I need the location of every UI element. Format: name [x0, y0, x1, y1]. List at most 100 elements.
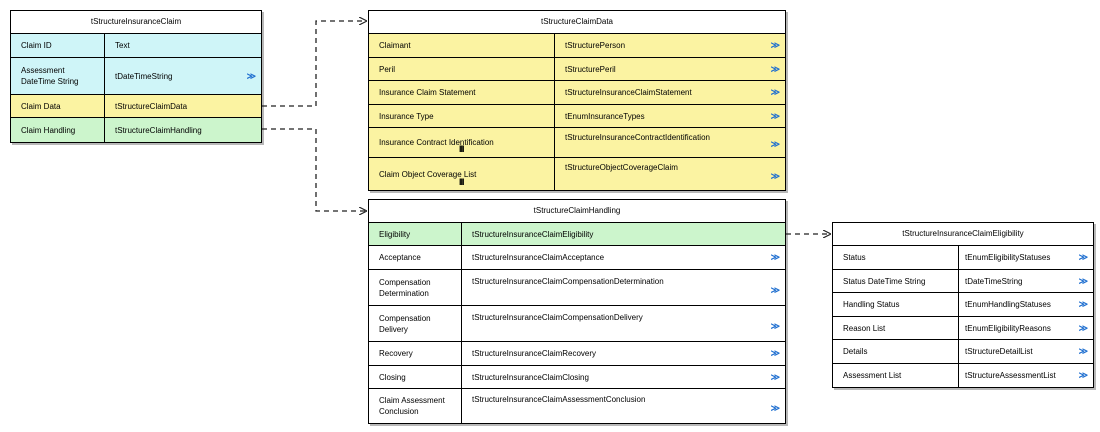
claim-eligibility-title: tStructureInsuranceClaimEligibility — [833, 223, 1093, 246]
field-type-label: tStructureObjectCoverageClaim — [565, 163, 678, 172]
field-name: Assessment DateTime String — [11, 58, 105, 94]
field-row-claim-data[interactable]: Claim Data tStructureClaimData — [11, 95, 261, 118]
field-type: tStructureInsuranceContractIdentificatio… — [555, 128, 785, 157]
field-type-label: tEnumEligibilityReasons — [965, 323, 1051, 333]
field-type: tStructurePerson ≫ — [555, 34, 785, 57]
field-type-label: tStructureInsuranceClaimClosing — [472, 372, 589, 382]
field-row-claim-id[interactable]: Claim ID Text — [11, 34, 261, 58]
connector-claim-handling — [262, 128, 366, 211]
expand-icon[interactable]: ≫ — [1078, 299, 1088, 309]
field-type-label: tDateTimeString — [965, 276, 1023, 286]
field-row-claim-assessment-conclusion[interactable]: Claim Assessment Conclusion tStructureIn… — [369, 389, 785, 423]
field-row-claimant[interactable]: Claimant tStructurePerson≫ — [369, 34, 785, 58]
field-type: tStructureInsuranceClaimCompensationDete… — [462, 270, 785, 305]
expand-icon[interactable]: ≫ — [1078, 370, 1088, 380]
field-row-insurance-claim-statement[interactable]: Insurance Claim Statement tStructureInsu… — [369, 81, 785, 105]
field-name: Peril — [369, 58, 555, 80]
field-name: Recovery — [369, 342, 462, 365]
expand-icon[interactable]: ≫ — [1078, 275, 1088, 286]
field-type: tEnumEligibilityReasons ≫ — [959, 317, 1093, 339]
field-row-status-datetime[interactable]: Status DateTime String tDateTimeString ≫ — [833, 270, 1093, 293]
field-name: Compensation Determination — [369, 270, 462, 305]
multiplicity-icon: III — [459, 177, 464, 187]
field-row-reason-list[interactable]: Reason List tEnumEligibilityReasons ≫ — [833, 317, 1093, 340]
field-type-label: tStructureClaimHandling — [115, 125, 202, 135]
field-type: tEnumEligibilityStatuses ≫ — [959, 246, 1093, 269]
field-name: Details — [833, 340, 959, 363]
field-name: Insurance Type — [369, 105, 555, 127]
expand-icon[interactable]: ≫ — [1078, 252, 1088, 262]
field-type: tStructureObjectCoverageClaim ≫ — [555, 158, 785, 190]
claim-handling-box: tStructureClaimHandling Eligibility tStr… — [368, 199, 786, 424]
field-name: Assessment List — [833, 364, 959, 387]
field-type-label: tEnumInsuranceTypes — [565, 111, 645, 121]
expand-icon[interactable]: ≫ — [770, 40, 780, 50]
field-name: Closing — [369, 366, 462, 388]
field-type: tStructureInsuranceClaimClosing ≫ — [462, 366, 785, 388]
field-name: Acceptance — [369, 246, 462, 269]
field-type: Text — [105, 34, 261, 57]
expand-icon[interactable]: ≫ — [770, 110, 780, 121]
field-type-label: tEnumHandlingStatuses — [965, 300, 1051, 309]
expand-icon[interactable]: ≫ — [770, 285, 780, 295]
field-row-compensation-determination[interactable]: Compensation Determination tStructureIns… — [369, 270, 785, 306]
field-name: Eligibility — [369, 223, 462, 245]
field-row-eligibility[interactable]: Eligibility tStructureInsuranceClaimElig… — [369, 223, 785, 246]
field-type-label: tStructureInsuranceClaimEligibility — [472, 229, 594, 239]
field-name: Status DateTime String — [833, 270, 959, 292]
field-row-handling-status[interactable]: Handling Status tEnumHandlingStatuses ≫ — [833, 293, 1093, 317]
expand-icon[interactable]: ≫ — [246, 70, 256, 81]
field-row-claim-handling[interactable]: Claim Handling tStructureClaimHandling — [11, 118, 261, 142]
field-type-label: tStructurePerson — [565, 41, 626, 50]
field-type-label: tStructureAssessmentList — [965, 371, 1056, 380]
field-row-closing[interactable]: Closing tStructureInsuranceClaimClosing ≫ — [369, 366, 785, 389]
field-row-assessment-list[interactable]: Assessment List tStructureAssessmentList… — [833, 364, 1093, 387]
field-row-compensation-delivery[interactable]: Compensation Delivery tStructureInsuranc… — [369, 306, 785, 342]
expand-icon[interactable]: ≫ — [1078, 346, 1088, 356]
field-row-recovery[interactable]: Recovery tStructureInsuranceClaimRecover… — [369, 342, 785, 366]
field-type-label: tStructureInsuranceClaimCompensationDeli… — [472, 313, 643, 322]
field-type: tStructureClaimData — [105, 95, 261, 117]
field-type-label: tStructureInsuranceContractIdentificatio… — [565, 133, 710, 142]
field-name: Claim Assessment Conclusion — [369, 389, 462, 423]
expand-icon[interactable]: ≫ — [770, 321, 780, 331]
field-type: tStructureAssessmentList ≫ — [959, 364, 1093, 387]
field-type: tStructureDetailList≫ — [959, 340, 1093, 363]
field-type-label: tEnumEligibilityStatuses — [965, 253, 1051, 262]
multiplicity-icon: III — [459, 144, 464, 154]
expand-icon[interactable]: ≫ — [770, 252, 780, 262]
field-name: Claim Data — [11, 95, 105, 117]
expand-icon[interactable]: ≫ — [770, 348, 780, 358]
field-name: Claim Object Coverage List — [379, 169, 477, 179]
field-row-peril[interactable]: Peril tStructurePeril≫ — [369, 58, 785, 81]
field-name: Handling Status — [833, 293, 959, 316]
field-name: Claim Handling — [11, 118, 105, 142]
field-row-insurance-type[interactable]: Insurance Type tEnumInsuranceTypes ≫ — [369, 105, 785, 128]
expand-icon[interactable]: ≫ — [770, 87, 780, 97]
field-name: Status — [833, 246, 959, 269]
field-row-status[interactable]: Status tEnumEligibilityStatuses ≫ — [833, 246, 1093, 270]
claim-data-title: tStructureClaimData — [369, 11, 785, 34]
expand-icon[interactable]: ≫ — [770, 403, 780, 413]
field-type: tStructurePeril≫ — [555, 58, 785, 80]
expand-icon[interactable]: ≫ — [770, 139, 780, 149]
expand-icon[interactable]: ≫ — [770, 170, 780, 181]
expand-icon[interactable]: ≫ — [1078, 322, 1088, 333]
field-type-label: tDateTimeString — [115, 71, 173, 81]
field-row-assessment-datetime[interactable]: Assessment DateTime String tDateTimeStri… — [11, 58, 261, 95]
field-name: Reason List — [833, 317, 959, 339]
field-name: Claim ID — [11, 34, 105, 57]
expand-icon[interactable]: ≫ — [770, 63, 780, 74]
field-row-acceptance[interactable]: Acceptance tStructureInsuranceClaimAccep… — [369, 246, 785, 270]
field-type-label: tStructureClaimData — [115, 101, 188, 111]
field-type-label: tStructureInsuranceClaimStatement — [565, 88, 692, 97]
expand-icon[interactable]: ≫ — [770, 371, 780, 382]
field-type: tDateTimeString ≫ — [105, 58, 261, 94]
field-type: tDateTimeString ≫ — [959, 270, 1093, 292]
field-row-details[interactable]: Details tStructureDetailList≫ — [833, 340, 1093, 364]
insurance-claim-title: tStructureInsuranceClaim — [11, 11, 261, 34]
